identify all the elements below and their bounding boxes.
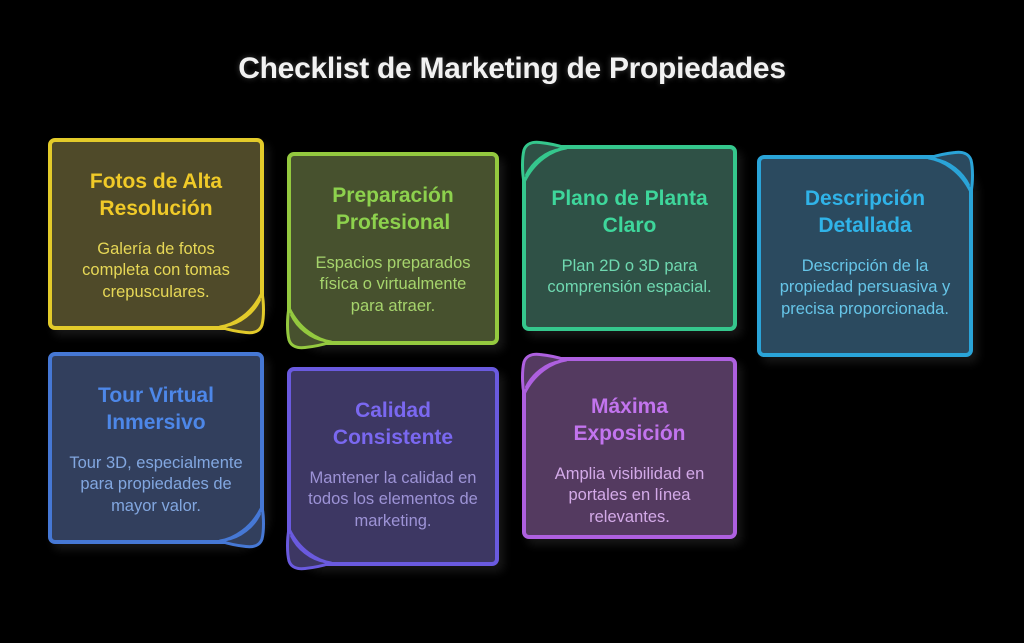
card-title: Máxima Exposición xyxy=(573,395,686,446)
card-body: Plan 2D o 3D para comprensión espacial. xyxy=(547,256,712,297)
page-curl-icon xyxy=(521,140,568,184)
card-title: Plano de Planta Claro xyxy=(551,187,708,238)
page-title: Checklist de Marketing de Propiedades xyxy=(238,52,786,85)
card-body: Tour 3D, especialmente para propiedades … xyxy=(69,453,243,516)
card-body: Descripción de la propiedad persuasiva y… xyxy=(779,256,951,319)
page-curl-icon xyxy=(927,150,974,194)
card-title: Tour Virtual Inmersivo xyxy=(98,384,214,435)
card-preparacion-profesional: Preparación Profesional Espacios prepara… xyxy=(286,152,499,350)
card-title: Preparación Profesional xyxy=(332,184,454,235)
page-curl-icon xyxy=(218,505,265,549)
page-curl-icon xyxy=(521,352,568,396)
page-curl-icon xyxy=(286,306,333,350)
card-calidad-consistente: Calidad Consistente Mantener la calidad … xyxy=(286,367,499,571)
page-curl-icon xyxy=(286,527,333,571)
card-title: Fotos de Alta Resolución xyxy=(89,170,223,221)
card-body: Espacios preparados física o virtualment… xyxy=(315,253,471,316)
card-body: Amplia visibilidad en portales en línea … xyxy=(554,464,705,527)
card-title: Descripción Detallada xyxy=(804,187,926,238)
card-body: Mantener la calidad en todos los element… xyxy=(308,468,478,531)
card-maxima-exposicion: Máxima Exposición Amplia visibilidad en … xyxy=(521,352,737,539)
card-descripcion-detallada: Descripción Detallada Descripción de la … xyxy=(757,150,974,357)
card-plano-de-planta-claro: Plano de Planta Claro Plan 2D o 3D para … xyxy=(521,140,737,331)
page-curl-icon xyxy=(218,291,265,335)
card-body: Galería de fotos completa con tomas crep… xyxy=(82,239,230,302)
card-title: Calidad Consistente xyxy=(332,399,454,450)
card-fotos-de-alta-resolucion: Fotos de Alta Resolución Galería de foto… xyxy=(48,138,265,335)
card-tour-virtual-inmersivo: Tour Virtual Inmersivo Tour 3D, especial… xyxy=(48,352,265,549)
